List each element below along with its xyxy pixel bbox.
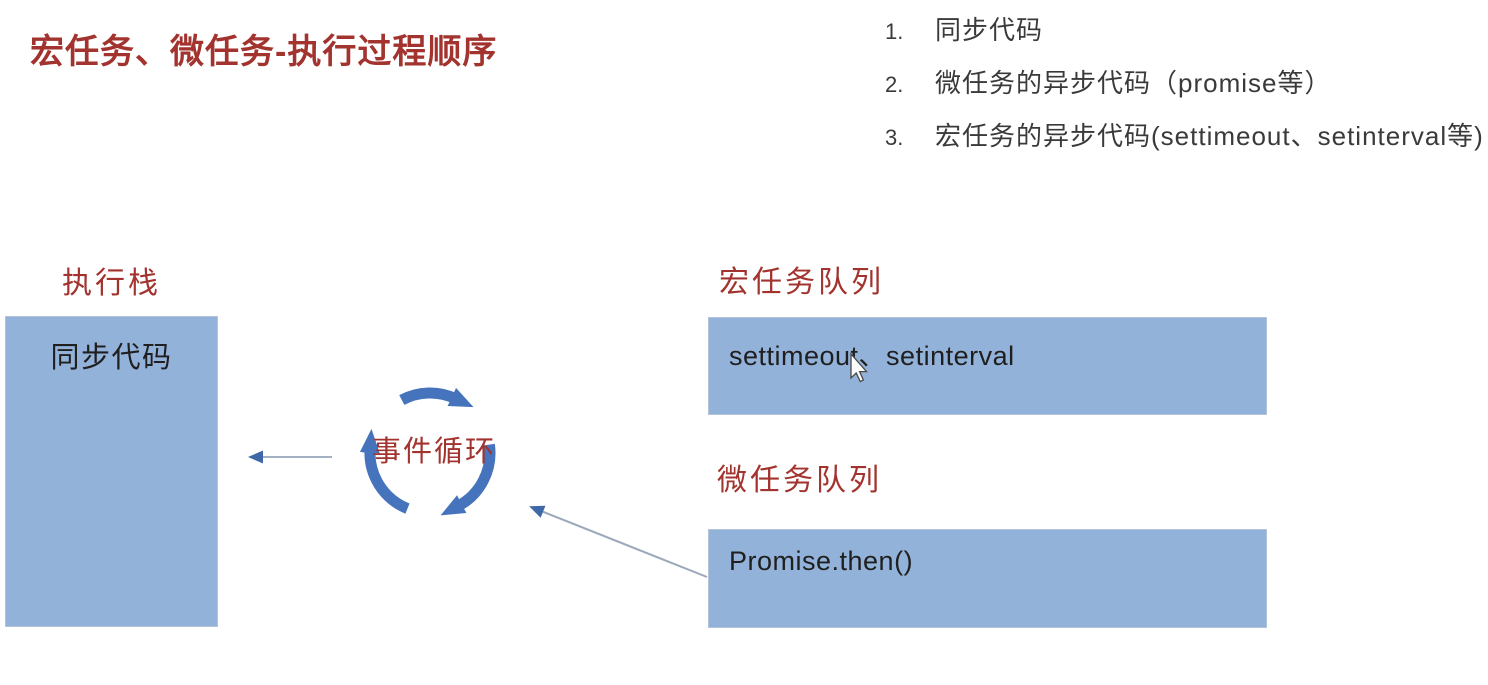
event-loop-label: 事件循环 <box>372 436 497 468</box>
execution-stack-box: 同步代码 <box>5 316 218 627</box>
page-title: 宏任务、微任务-执行过程顺序 <box>30 33 498 71</box>
micro-queue-box: Promise.then() <box>708 529 1267 628</box>
list-item-number: 3. <box>885 125 904 150</box>
list-item: 3. 宏任务的异步代码(settimeout、setinterval等) <box>885 116 1484 151</box>
list-item-text: 同步代码 <box>935 15 1044 45</box>
list-item: 2. 微任务的异步代码（promise等） <box>885 63 1484 98</box>
list-item-number: 2. <box>885 72 904 97</box>
arrow-microqueue-to-loop <box>529 505 708 578</box>
micro-queue-content: Promise.then() <box>729 546 914 576</box>
macro-queue-label: 宏任务队列 <box>719 266 884 299</box>
execution-order-list: 1. 同步代码 2. 微任务的异步代码（promise等） 3. 宏任务的异步代… <box>885 10 1484 151</box>
macro-queue-content: settimeout、setinterval <box>729 341 1015 371</box>
execution-stack-label: 执行栈 <box>62 267 161 300</box>
list-item-number: 1. <box>885 19 904 44</box>
list-item: 1. 同步代码 <box>885 10 1484 45</box>
event-loop-arc-top <box>399 387 474 408</box>
execution-stack-content: 同步代码 <box>50 342 173 374</box>
micro-queue-label: 微任务队列 <box>717 464 882 497</box>
list-item-text: 宏任务的异步代码(settimeout、setinterval等) <box>935 121 1484 151</box>
macro-queue-box: settimeout、setinterval <box>708 317 1267 415</box>
list-item-text: 微任务的异步代码（promise等） <box>935 68 1332 98</box>
